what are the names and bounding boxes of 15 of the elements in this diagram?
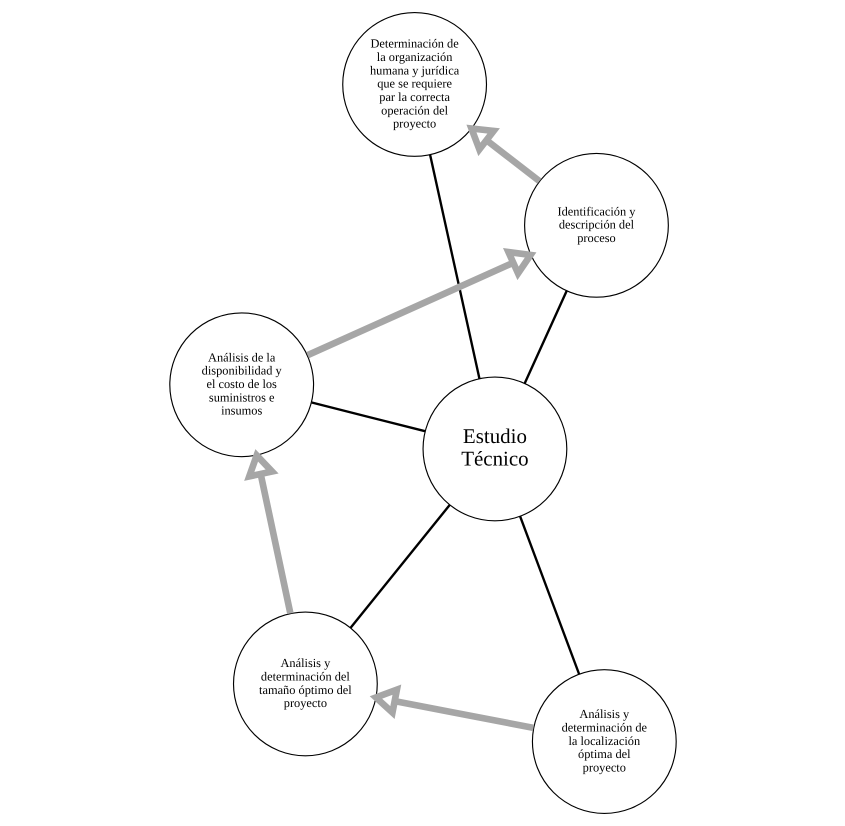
connector	[523, 290, 568, 384]
arrow	[466, 124, 541, 184]
node-circle: Análisis y determinación del tamaño óptimo del proyecto	[232, 611, 378, 756]
arrow	[244, 449, 294, 614]
node-circle: Identificación y descripción del proceso	[524, 152, 668, 298]
arrow	[306, 248, 536, 358]
connector	[518, 516, 580, 675]
connector	[349, 504, 450, 629]
node-circle: Análisis y determinación de la localización óptima del proyecto	[531, 669, 676, 814]
node-circle: Estudio Técnico	[422, 376, 567, 522]
connector	[428, 154, 480, 379]
node-circle: Determinación de la organización humana y jurídica que se requiere par la correcta operación del proyecto	[342, 12, 487, 157]
node-circle: Análisis de la disponibilidad y el costo de los suministros e insumos	[168, 312, 314, 458]
connector	[310, 401, 425, 432]
arrow	[369, 684, 534, 732]
